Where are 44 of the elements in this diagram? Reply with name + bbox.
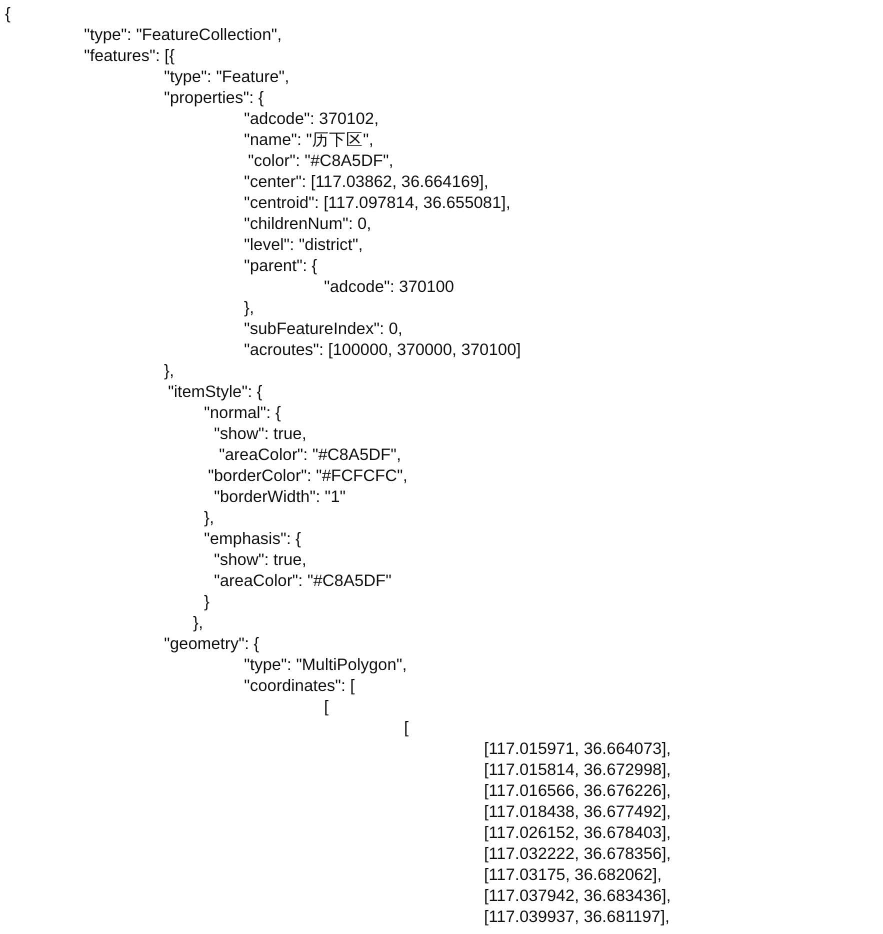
code-line: [117.032222, 36.678356], [484,844,671,864]
code-line: "borderColor": "#FCFCFC", [208,466,408,486]
code-line: "center": [117.03862, 36.664169], [244,172,488,192]
code-line: "parent": { [244,256,318,276]
code-line: }, [244,298,254,318]
code-line: "coordinates": [ [244,676,355,696]
code-line: [117.016566, 36.676226], [484,781,671,801]
code-line: [117.039937, 36.681197], [484,907,670,927]
code-line: }, [204,508,214,528]
code-line: "type": "FeatureCollection", [84,25,282,45]
code-line: "normal": { [204,403,281,423]
code-line: "acroutes": [100000, 370000, 370100] [244,340,521,360]
code-line: [117.015814, 36.672998], [484,760,671,780]
code-line: }, [193,613,204,633]
code-line: [117.037942, 36.683436], [484,886,671,906]
code-line: [117.026152, 36.678403], [484,823,671,843]
code-line: "adcode": 370100 [324,277,454,297]
code-line: "show": true, [214,550,306,570]
code-line: "centroid": [117.097814, 36.655081], [244,193,510,213]
code-line: "adcode": 370102, [244,109,379,129]
code-line: "properties": { [164,88,264,108]
code-line: "level": "district", [244,235,363,255]
code-line: "show": true, [214,424,306,444]
code-line: [ [324,697,329,717]
code-line: [117.018438, 36.677492], [484,802,671,822]
code-line: "borderWidth": "1" [214,487,346,507]
code-line: "geometry": { [164,634,260,654]
code-line: }, [164,361,174,381]
code-line: [ [404,718,409,738]
code-line: { [5,4,11,24]
code-line: "itemStyle": { [168,382,262,402]
code-line: "type": "Feature", [164,67,290,87]
code-line: [117.03175, 36.682062], [484,865,662,885]
code-line: "areaColor": "#C8A5DF", [219,445,402,465]
code-line: "features": [{ [84,46,175,66]
code-line: "subFeatureIndex": 0, [244,319,402,339]
code-line: "color": "#C8A5DF", [248,151,394,171]
code-line: [117.015971, 36.664073], [484,739,671,759]
code-line: "name": "历下区", [244,130,374,150]
code-line: "type": "MultiPolygon", [244,655,407,675]
code-line: "emphasis": { [204,529,302,549]
code-line: "areaColor": "#C8A5DF" [214,571,392,591]
code-line: "childrenNum": 0, [244,214,372,234]
code-line: } [204,592,210,612]
